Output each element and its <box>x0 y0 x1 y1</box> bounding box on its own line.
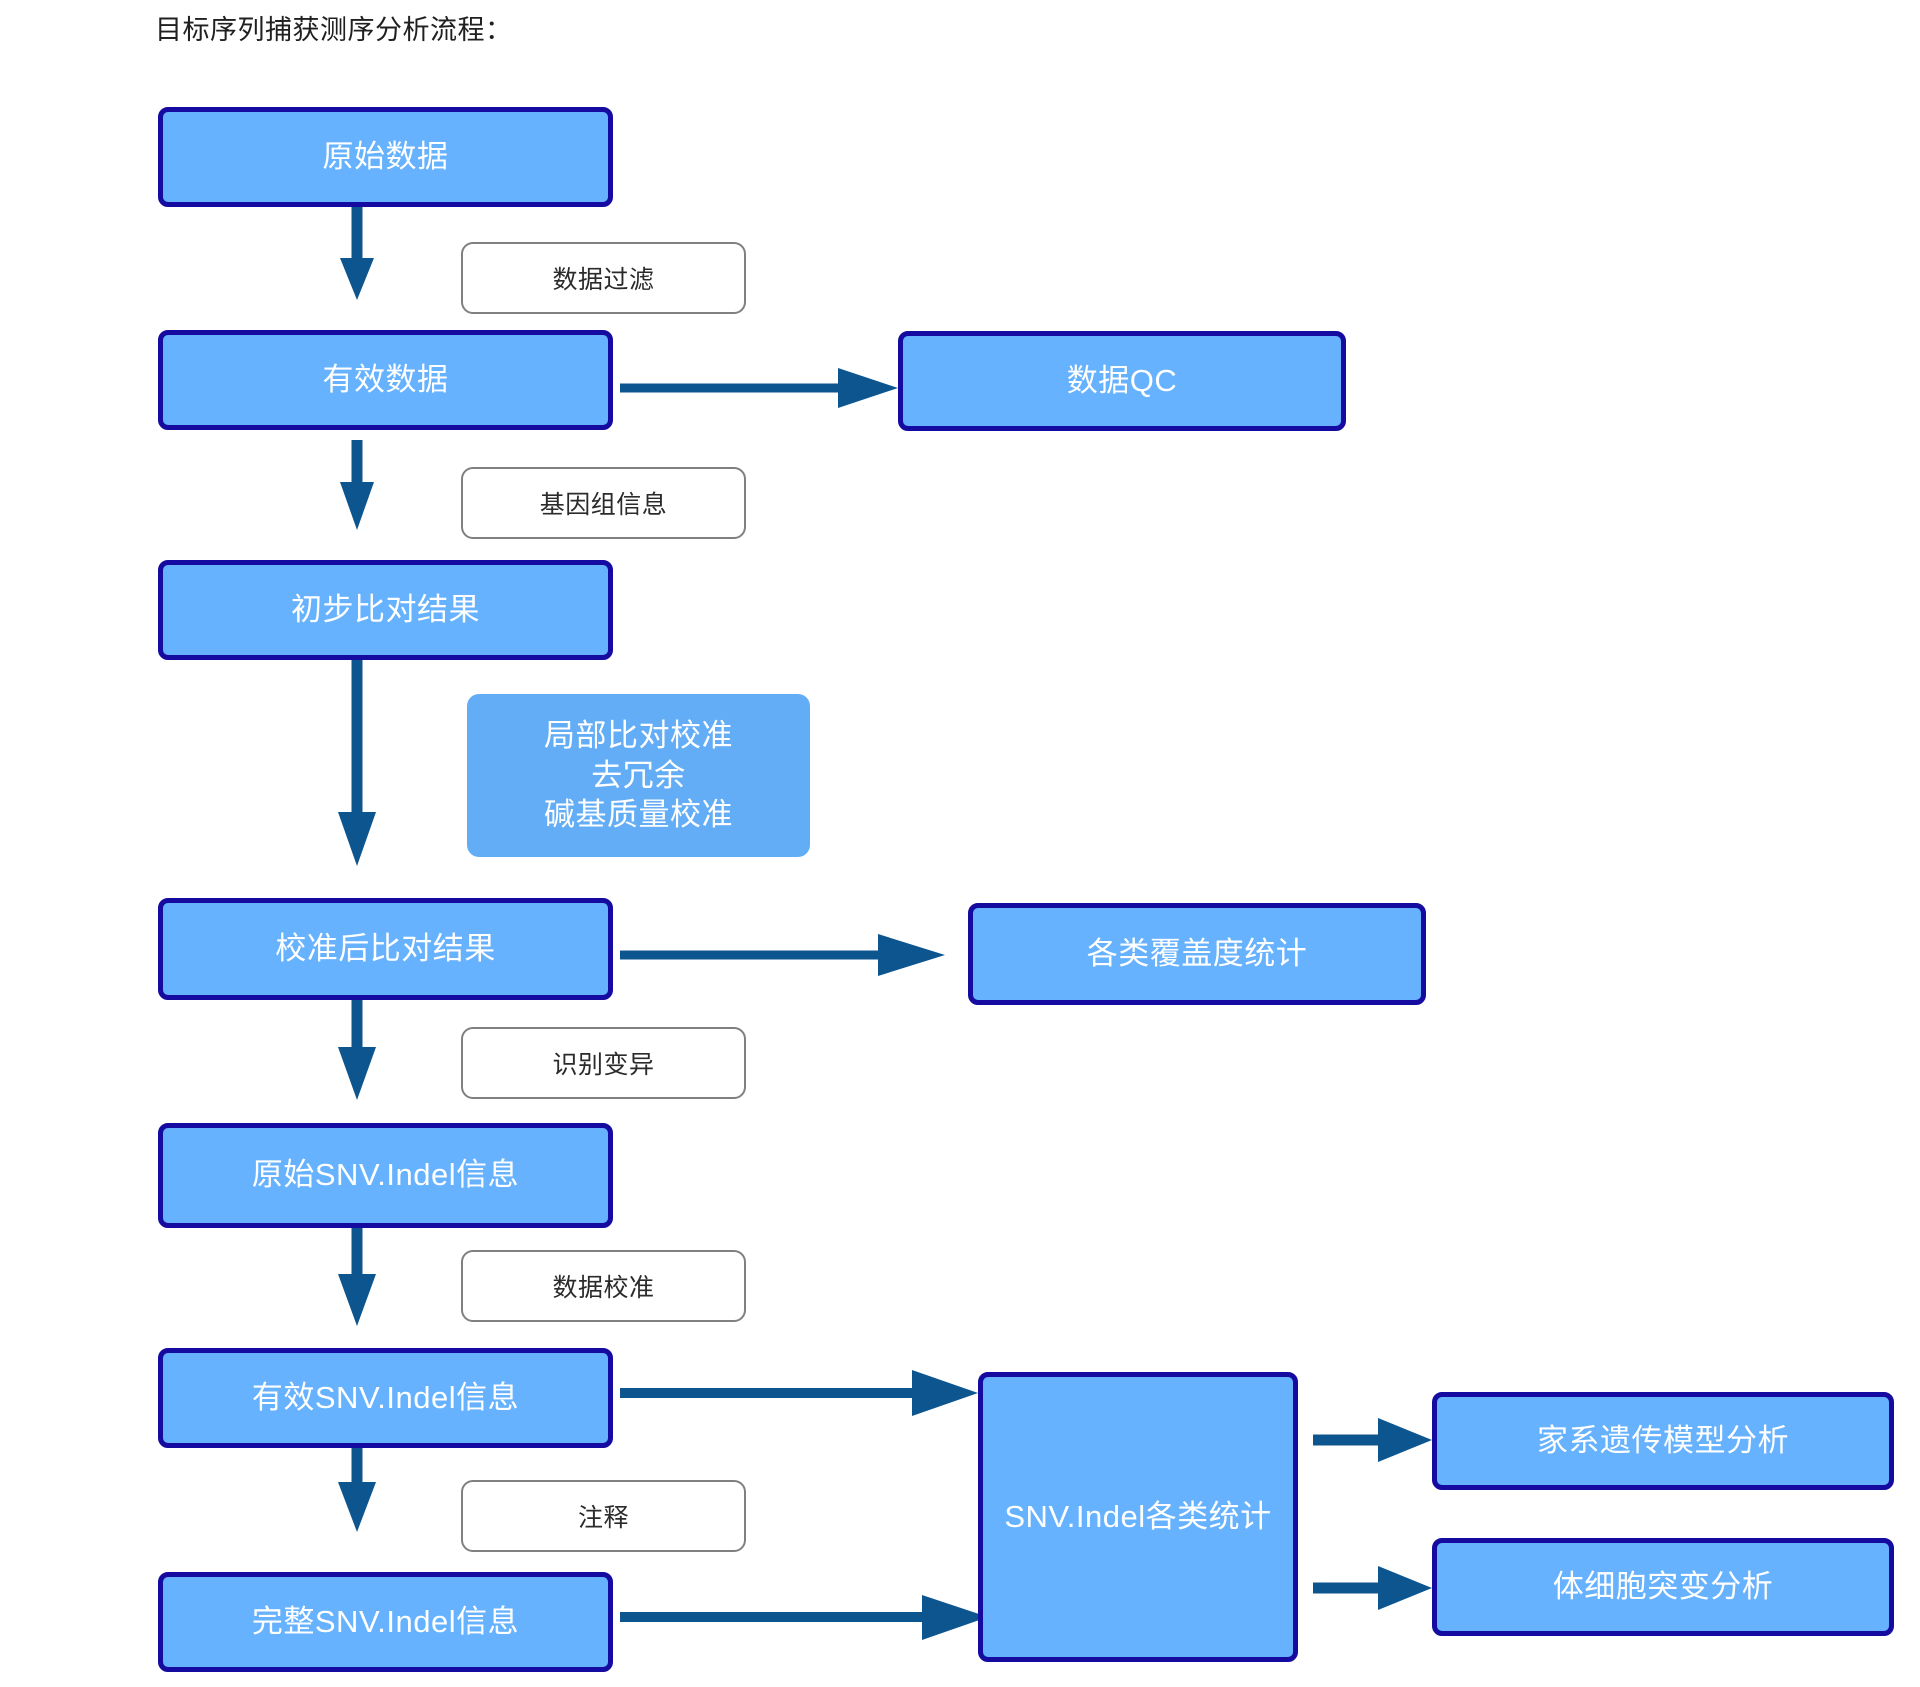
arrow-valid-snv-to-full-snv <box>338 1438 376 1532</box>
node-somatic-analysis-label: 体细胞突变分析 <box>1552 1568 1774 1604</box>
recalibration-line-3: 碱基质量校准 <box>544 797 733 833</box>
node-pedigree-analysis-label: 家系遗传模型分析 <box>1537 1422 1789 1458</box>
node-data-qc[interactable]: 数据QC <box>898 331 1346 431</box>
edge-label-variant-calling[interactable]: 识别变异 <box>461 1027 746 1099</box>
node-raw-snv-indel[interactable]: 原始SNV.Indel信息 <box>158 1123 613 1228</box>
node-valid-data-label: 有效数据 <box>322 361 449 397</box>
edge-label-data-filter-text: 数据过滤 <box>552 266 655 294</box>
arrow-stats-to-somatic <box>1313 1566 1432 1610</box>
edge-label-genome-info-text: 基因组信息 <box>539 491 668 519</box>
recalibration-line-1: 局部比对校准 <box>544 717 733 753</box>
node-calibrated-alignment-label: 校准后比对结果 <box>275 930 496 966</box>
arrow-initial-to-calibrated <box>338 660 376 866</box>
node-snv-indel-stats[interactable]: SNV.Indel各类统计 <box>978 1372 1298 1662</box>
node-data-qc-label: 数据QC <box>1066 362 1178 398</box>
arrow-stats-to-pedigree <box>1313 1418 1432 1462</box>
node-snv-indel-stats-label: SNV.Indel各类统计 <box>1004 1498 1272 1534</box>
node-coverage-stats-label: 各类覆盖度统计 <box>1086 935 1308 971</box>
arrow-valid-to-qc <box>620 368 898 408</box>
edge-label-annotation[interactable]: 注释 <box>461 1480 746 1552</box>
edge-label-annotation-text: 注释 <box>577 1504 629 1532</box>
node-valid-snv-indel[interactable]: 有效SNV.Indel信息 <box>158 1348 613 1448</box>
node-full-snv-indel[interactable]: 完整SNV.Indel信息 <box>158 1572 613 1672</box>
edge-label-data-filter[interactable]: 数据过滤 <box>461 242 746 314</box>
node-coverage-stats[interactable]: 各类覆盖度统计 <box>968 903 1426 1005</box>
arrow-calibrated-to-raw-snv <box>338 1000 376 1100</box>
node-valid-snv-indel-label: 有效SNV.Indel信息 <box>251 1379 520 1415</box>
node-raw-data-label: 原始数据 <box>322 138 449 174</box>
edge-label-genome-info[interactable]: 基因组信息 <box>461 467 746 539</box>
node-recalibration-steps[interactable]: 局部比对校准 去冗余 碱基质量校准 <box>467 694 810 857</box>
node-initial-alignment[interactable]: 初步比对结果 <box>158 560 613 660</box>
edge-label-data-calibration[interactable]: 数据校准 <box>461 1250 746 1322</box>
node-somatic-analysis[interactable]: 体细胞突变分析 <box>1432 1538 1894 1636</box>
arrow-calibrated-to-coverage <box>620 934 945 976</box>
arrow-valid-snv-to-stats <box>620 1370 978 1416</box>
node-initial-alignment-label: 初步比对结果 <box>291 591 480 627</box>
arrow-valid-to-initial <box>340 440 374 530</box>
edge-label-data-calibration-text: 数据校准 <box>552 1274 655 1302</box>
node-raw-data[interactable]: 原始数据 <box>158 107 613 207</box>
page-title: 目标序列捕获测序分析流程： <box>155 15 513 45</box>
arrow-full-snv-to-stats <box>620 1595 988 1640</box>
node-raw-snv-indel-label: 原始SNV.Indel信息 <box>251 1157 520 1193</box>
node-pedigree-analysis[interactable]: 家系遗传模型分析 <box>1432 1392 1894 1490</box>
node-full-snv-indel-label: 完整SNV.Indel信息 <box>251 1603 520 1639</box>
recalibration-line-2: 去冗余 <box>591 757 686 793</box>
arrow-raw-snv-to-valid-snv <box>338 1228 376 1326</box>
edge-label-variant-calling-text: 识别变异 <box>552 1051 655 1079</box>
node-calibrated-alignment[interactable]: 校准后比对结果 <box>158 898 613 1000</box>
node-valid-data[interactable]: 有效数据 <box>158 330 613 430</box>
